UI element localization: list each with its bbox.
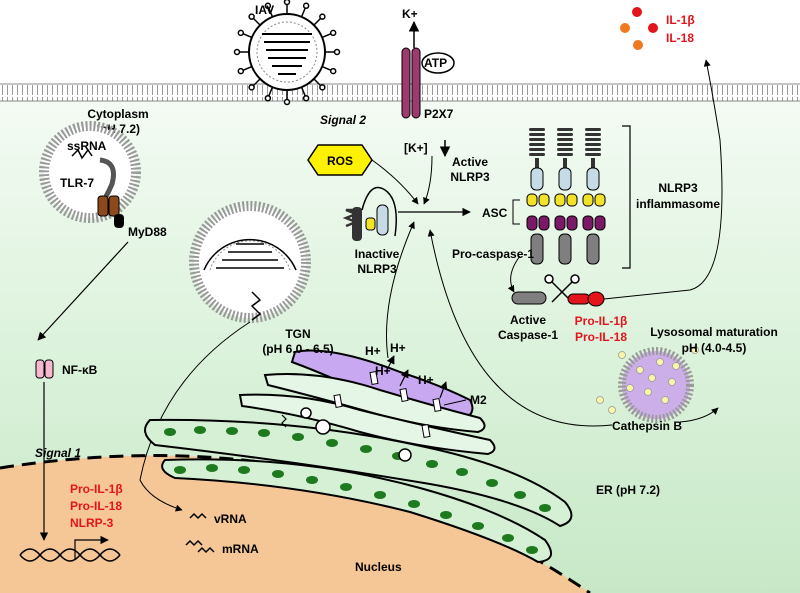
plasma-membrane	[0, 83, 800, 102]
gene-pro-il18: Pro-IL-18	[70, 499, 122, 513]
il18-secreted-label: IL-18	[666, 31, 694, 45]
active-caspase-line2: Caspase-1	[498, 328, 558, 342]
procaspase-cleavage-arrow	[507, 255, 521, 293]
m2-label: M2	[470, 393, 487, 407]
mrna-label: mRNA	[222, 542, 259, 556]
mrna-squiggle	[185, 539, 215, 554]
er-label: ER (pH 7.2)	[596, 483, 660, 497]
pro-il18-label: Pro-IL-18	[575, 330, 627, 344]
active-nlrp3-line2: NLRP3	[450, 170, 490, 184]
cathepsin-activation-arrow	[427, 229, 613, 427]
gene-pro-il1b: Pro-IL-1β	[70, 482, 123, 496]
p2x7-label: P2X7	[424, 107, 454, 121]
proton-arrow-1	[385, 355, 395, 373]
lysosome-label-line2: pH (4.0-4.5)	[682, 341, 747, 355]
vrna-squiggle	[189, 512, 207, 520]
proton-label-2: H+	[390, 341, 406, 355]
extracellular-space	[0, 0, 800, 100]
dna-helix	[19, 548, 121, 562]
transcription-arrow	[74, 535, 109, 560]
inflammasome-bracket	[622, 125, 631, 269]
tgn-label-line2: (pH 6.0 - 6.5)	[262, 342, 333, 356]
lysosome-label-line1: Lysosomal maturation	[650, 325, 778, 339]
asc-bracket	[512, 199, 520, 225]
inflammasome-title-line1: NLRP3	[658, 181, 698, 195]
ssrna-label: ssRNA	[67, 139, 107, 153]
secretion-arrow	[603, 59, 723, 300]
proton-arrow-3	[439, 381, 448, 399]
proton-label-3: H+	[375, 364, 391, 378]
vrna-import-arrow	[139, 321, 251, 512]
active-caspase-shape	[511, 291, 547, 305]
nfkb-complex	[35, 359, 54, 379]
cathepsin-b-label: Cathepsin B	[612, 419, 682, 433]
ros-arrow	[371, 159, 419, 205]
myd88-label: MyD88	[128, 225, 167, 239]
k-plus-in-label: [K+]	[404, 141, 428, 155]
proton-label-4: H+	[418, 373, 434, 387]
asc-label: ASC	[482, 206, 508, 220]
k-plus-out-label: K+	[402, 7, 418, 21]
pro-il1b-label: Pro-IL-1β	[575, 314, 628, 328]
myd88-to-nfkb-arrow	[37, 241, 129, 341]
gene-nlrp3: NLRP-3	[70, 516, 114, 530]
iav-virion	[233, 0, 341, 106]
active-nlrp3-line1: Active	[452, 155, 488, 169]
active-caspase-line1: Active	[510, 313, 546, 327]
nfkb-label: NF-κB	[62, 363, 98, 377]
endocytosed-virion	[189, 201, 311, 323]
cytoplasm-label: Cytoplasm	[87, 107, 148, 121]
tlr7-label: TLR-7	[60, 176, 94, 190]
atp-label: ATP	[424, 56, 447, 70]
signal1-label: Signal 1	[35, 446, 81, 460]
proton-label-1: H+	[365, 344, 381, 358]
ros-badge	[307, 144, 373, 176]
secreted-cytokines	[620, 7, 658, 50]
k-to-activation-arrow	[423, 155, 433, 205]
il1b-secreted-label: IL-1β	[666, 13, 695, 27]
nucleus-label: Nucleus	[355, 560, 402, 574]
nlrp3-inflammasome	[526, 128, 606, 265]
p2x7-receptor	[401, 47, 455, 119]
iav-label: IAV	[255, 3, 274, 17]
tgn-label-line1: TGN	[285, 327, 310, 341]
endoplasmic-reticulum	[144, 418, 573, 564]
cathepsin-release-arrow	[679, 407, 719, 423]
vrna-label: vRNA	[214, 512, 247, 526]
lysosome	[596, 346, 699, 423]
m2-pointer	[443, 399, 467, 406]
inflammasome-title-line2: inflammasome	[636, 197, 720, 211]
procaspase-label: Pro-caspase-1	[452, 247, 534, 261]
inactive-nlrp3-line2: NLRP3	[357, 262, 397, 276]
inactive-nlrp3-line1: Inactive	[355, 247, 400, 261]
endosome-tlr7	[39, 121, 141, 228]
pro-il-protein	[567, 291, 605, 307]
proton-arrow-2	[399, 369, 409, 387]
scissors-icon	[544, 274, 580, 303]
ros-label: ROS	[327, 154, 353, 168]
signal2-label: Signal 2	[320, 113, 366, 127]
trans-golgi-network	[238, 349, 496, 462]
proton-activation-arrow	[386, 221, 415, 359]
inactive-nlrp3	[342, 186, 397, 241]
